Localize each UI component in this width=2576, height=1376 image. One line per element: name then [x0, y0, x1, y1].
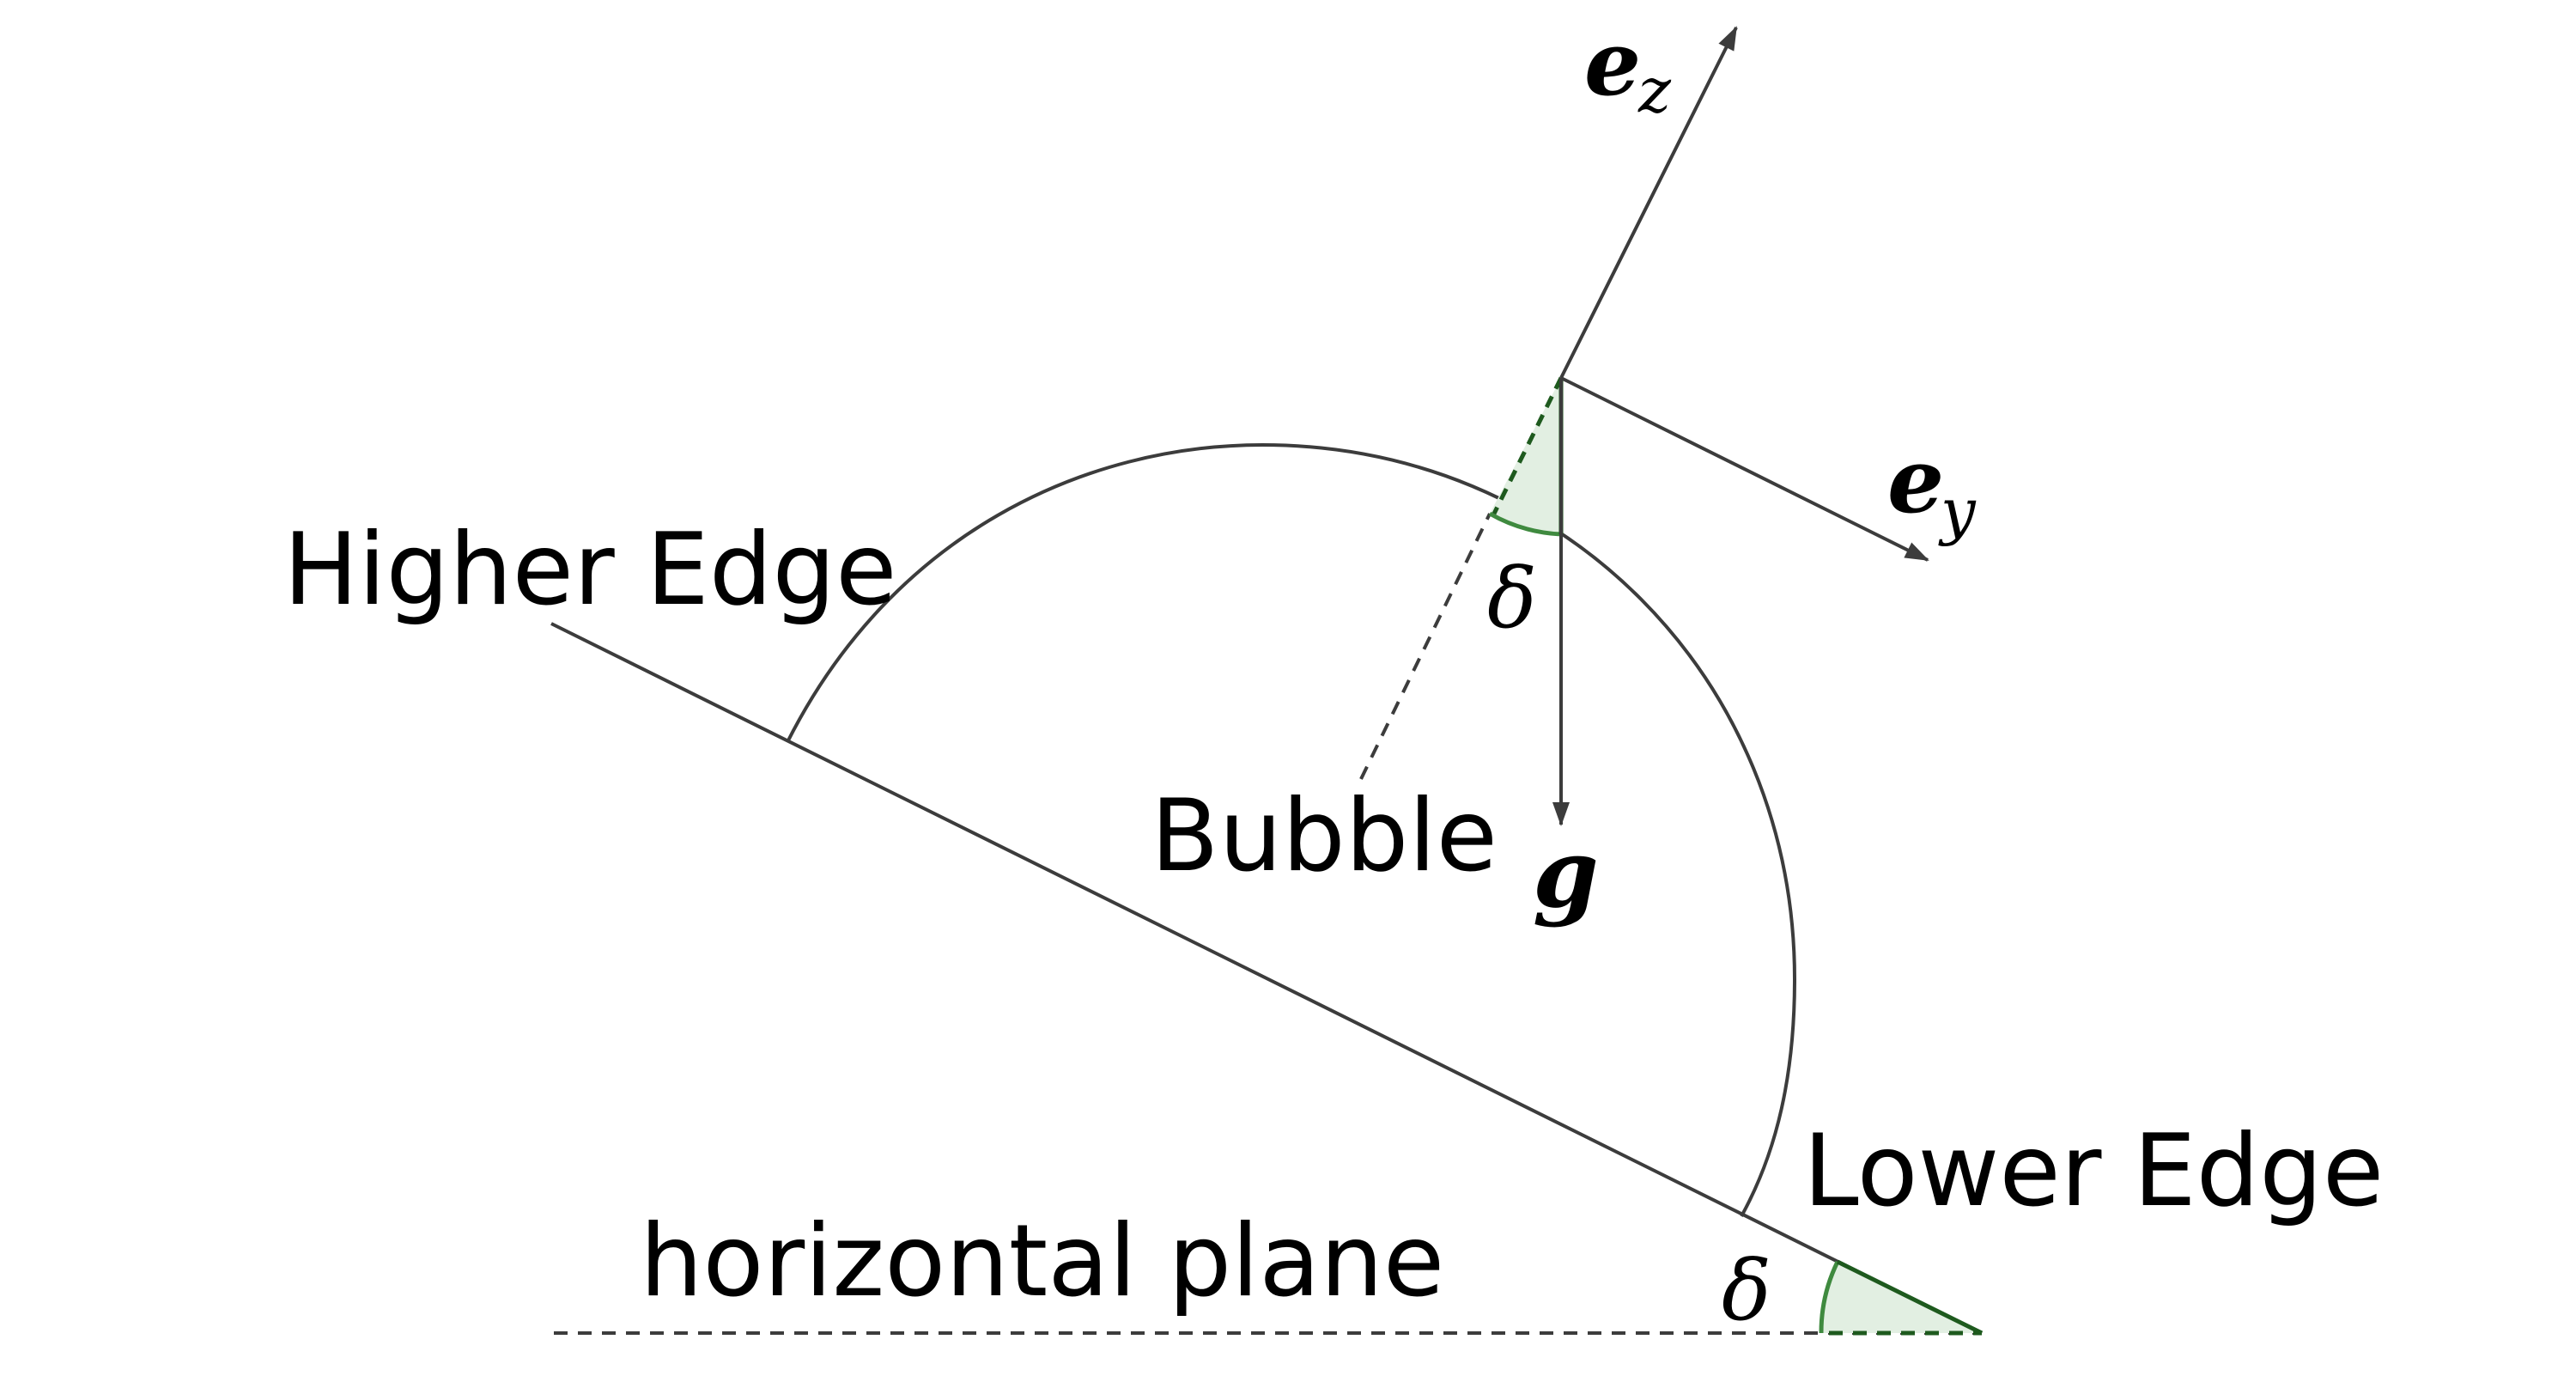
svg-text:e: e: [1887, 428, 1944, 533]
lower-edge-label: Lower Edge: [1803, 1113, 2384, 1229]
ez-symbol: e z: [1584, 10, 1672, 126]
ey-symbol: e y: [1887, 428, 1977, 547]
svg-text:e: e: [1584, 10, 1641, 116]
bubble-label: Bubble: [1151, 778, 1498, 894]
higher-edge-label: Higher Edge: [283, 512, 896, 628]
delta-top-symbol: δ: [1487, 551, 1537, 647]
gravity-symbol: g: [1533, 818, 1599, 928]
svg-text:y: y: [1938, 475, 1977, 547]
top-angle-slant: [1492, 376, 1564, 515]
ey-axis-arrow: [1560, 376, 1929, 562]
bottom-angle-arc: [1819, 1260, 1840, 1334]
ez-axis-arrow: [1559, 26, 1738, 379]
bottom-angle-edge: [1836, 1259, 1984, 1336]
top-angle-arc: [1488, 511, 1562, 537]
svg-text:z: z: [1637, 54, 1672, 126]
delta-bottom-symbol: δ: [1722, 1243, 1771, 1339]
bubble-axis-line: [1359, 513, 1492, 780]
horizontal-plane-label: horizontal plane: [640, 1203, 1444, 1319]
